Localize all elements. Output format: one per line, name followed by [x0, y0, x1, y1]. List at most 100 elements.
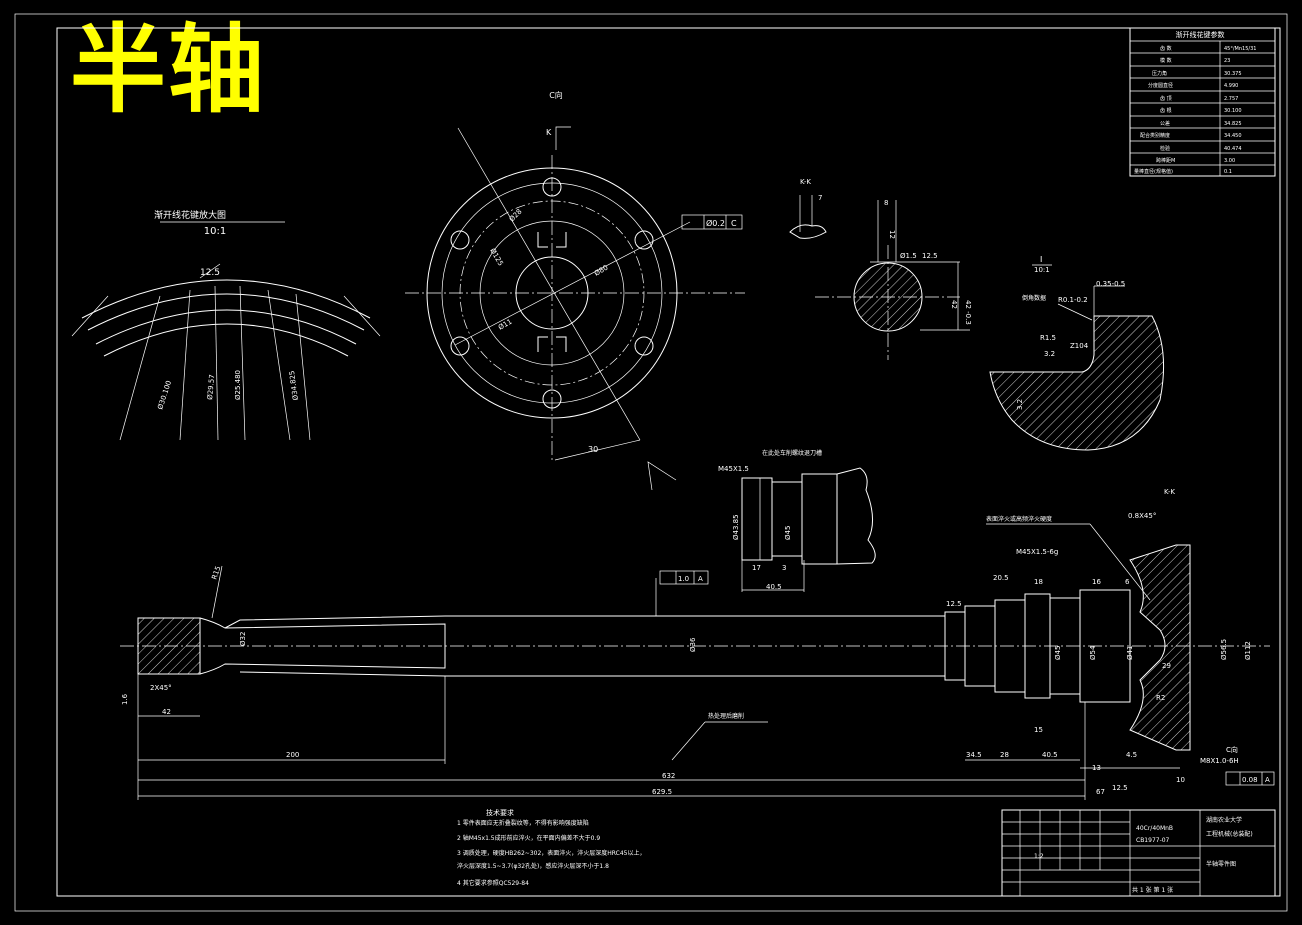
flange-dim-2: Ø125: [488, 247, 504, 267]
spline-dim-top: 12.5: [200, 268, 220, 278]
main-dim-13: 16: [1092, 578, 1101, 586]
main-dim-30: 10: [1176, 776, 1185, 784]
key-section: 8 12 Ø1.5 12.5 42 42 -0.3: [815, 199, 972, 360]
main-dim-3: 2X45°: [150, 684, 172, 692]
spline-detail-view: 渐开线花键放大图 10:1 12.5 Ø30.100 Ø29.57 Ø25.48…: [71, 209, 381, 441]
flange-tol-ref: C: [731, 219, 737, 228]
tech-req-heading: 技术要求: [486, 808, 514, 817]
spec-row-6-value: 30.100: [1224, 108, 1242, 114]
flange-dim-4: Ø11: [497, 318, 513, 332]
thread-detail: M45X1.5 在此处车削螺纹退刀槽 Ø45 17 3 40.5 Ø43.85: [718, 449, 876, 592]
main-dim-23: Ø112: [1244, 641, 1252, 660]
key-dim-2: 12: [888, 230, 896, 239]
spec-row-4-label: 分度圆直径: [1148, 82, 1173, 89]
flange-view: C向 K Ø0.2 C Ø28 Ø125 Ø80 Ø11 30: [405, 90, 745, 491]
detail-i-dim-6: 3.2: [1016, 399, 1024, 410]
tech-req-item-5: 4 其它要求参照QC529-84: [457, 879, 529, 887]
main-dim-21: 67: [1096, 788, 1105, 796]
detail-i-note: 倒角数据: [1022, 294, 1046, 302]
spline-detail-scale: 10:1: [204, 226, 226, 237]
thread-dim-4: 40.5: [766, 583, 782, 591]
main-dim-10: 12.5: [946, 600, 962, 608]
main-dim-16: 15: [1034, 726, 1043, 734]
main-dim-29: 12.5: [1112, 784, 1128, 792]
detail-i-dim-4: 3.2: [1044, 350, 1055, 358]
main-label: K-K: [1164, 488, 1175, 496]
callout-bolt: M8X1.0-6H: [1200, 757, 1239, 765]
spline-dim-1: Ø30.100: [156, 380, 173, 411]
main-dim-7: 629.5: [652, 788, 672, 796]
main-shaft-view: K-K R15 1.6 2X45° 42 200 632 629.5 Ø32 Ø…: [120, 488, 1275, 800]
flange-angle: 30: [588, 445, 598, 454]
spec-row-9-value: 40.474: [1224, 146, 1242, 152]
spec-row-2-value: 23: [1224, 58, 1230, 64]
spec-row-2-label: 模 数: [1160, 57, 1172, 64]
flange-tol: Ø0.2: [706, 218, 725, 228]
spline-dim-4: Ø34.825: [288, 370, 300, 401]
gtol1-value: 1.0: [678, 575, 689, 583]
spec-row-8-value: 34.450: [1224, 133, 1242, 139]
tb-scale: 1:2: [1034, 853, 1044, 860]
main-dim-4: 42: [162, 708, 171, 716]
main-dim-20: 13: [1092, 764, 1101, 772]
main-dim-24: Ø54: [1089, 645, 1097, 660]
flange-dim-1: Ø28: [508, 208, 524, 224]
spec-row-3-label: 压力角: [1152, 70, 1167, 77]
key-dim-5: 42: [950, 300, 958, 309]
tb-school: 湖南农业大学: [1206, 816, 1242, 824]
callout-chamfer: 0.8X45°: [1128, 512, 1156, 520]
spec-table-title: 渐开线花键参数: [1176, 30, 1225, 39]
flange-view-title: C向: [549, 90, 563, 100]
main-dim-14: 6: [1125, 578, 1130, 586]
thread-label: M45X1.5: [718, 465, 749, 473]
tech-req-item-2: 2 轴M45x1.5成形前应淬火，在平面内偏差不大于0.9: [457, 834, 600, 842]
main-dim-6: 632: [662, 772, 675, 780]
spec-row-1-value: 45°/Mn15/31: [1224, 46, 1256, 52]
main-dim-19: 4.5: [1126, 751, 1137, 759]
spec-row-4-value: 4.990: [1224, 83, 1238, 89]
inner-border: [56, 27, 1281, 897]
key-dim-6: 42 -0.3: [964, 300, 972, 325]
gtol1-ref: A: [698, 575, 703, 583]
spec-row-6-label: 齿 根: [1160, 107, 1172, 114]
main-dim-17: 28: [1000, 751, 1009, 759]
spline-detail-title: 渐开线花键放大图: [154, 209, 226, 221]
flange-k-label: K: [546, 128, 552, 137]
spec-row-8-label: 配合类别精度: [1140, 132, 1170, 139]
main-dim-26: Ø41: [1126, 646, 1134, 660]
callout-grind: 热处理后磨削: [708, 712, 744, 720]
tech-req-item-4: 淬火层深度1.5~3.7(φ32孔处)，感应淬火层深不小于1.8: [457, 862, 609, 870]
spec-row-1-label: 齿 数: [1160, 45, 1172, 52]
main-dim-25: Ø45: [1054, 646, 1062, 660]
spline-dim-2: Ø29.57: [206, 374, 216, 400]
main-dim-5: 200: [286, 751, 299, 759]
spec-row-5-value: 2.757: [1224, 96, 1238, 102]
key-dim-1: 8: [884, 199, 888, 207]
spec-row-11-value: 0.1: [1224, 169, 1232, 175]
detail-i: I 10:1 0.35-0.5 R0.1-0.2 R1.5 3.2 Z104 3…: [989, 255, 1165, 451]
kk-section: K-K 7: [789, 178, 827, 239]
spline-dim-3: Ø25.480: [234, 370, 242, 400]
thread-dim-1: Ø45: [784, 526, 792, 540]
detail-i-label: I: [1040, 255, 1042, 264]
thread-note: 在此处车削螺纹退刀槽: [762, 449, 822, 457]
thread-dim-5: Ø43.85: [732, 514, 740, 540]
main-dim-8: Ø32: [239, 632, 247, 646]
spec-row-7-label: 公差: [1160, 120, 1170, 127]
tb-name: 工程机械(总装配): [1206, 830, 1253, 838]
tb-drawing-no: CB1977-07: [1136, 837, 1170, 844]
key-dim-3: Ø1.5: [900, 252, 917, 260]
main-dim-11: 20.5: [993, 574, 1009, 582]
tech-requirements: 技术要求 1 零件表面应无折叠裂纹等，不得有影响强度缺陷 2 轴M45x1.5成…: [457, 808, 646, 887]
title-block: 湖南农业大学 工程机械(总装配) CB1977-07 40Cr/40MnB 半轴…: [1001, 809, 1276, 897]
spec-row-3-value: 30.375: [1224, 71, 1242, 77]
detail-i-dim-3: R1.5: [1040, 334, 1056, 342]
tech-req-item-1: 1 零件表面应无折叠裂纹等，不得有影响强度缺陷: [457, 819, 589, 827]
key-dim-4: 12.5: [922, 252, 938, 260]
detail-i-scale: 10:1: [1034, 266, 1050, 274]
spec-row-7-value: 34.825: [1224, 121, 1242, 127]
detail-i-dim-5: Z104: [1070, 342, 1089, 350]
kk-title: K-K: [800, 178, 811, 186]
kk-dim: 7: [818, 194, 822, 202]
